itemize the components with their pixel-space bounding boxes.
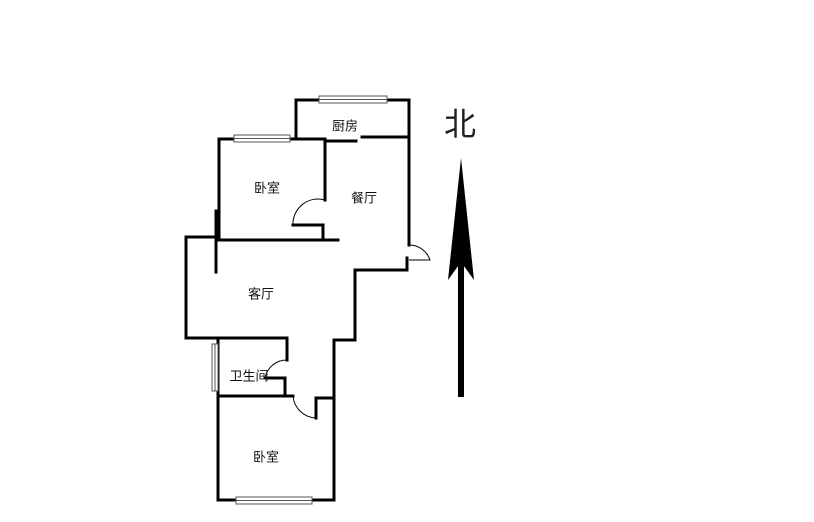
door-bedroom-north — [292, 198, 326, 226]
room-label-living: 客厅 — [247, 287, 275, 303]
door-bathroom — [264, 359, 288, 379]
windows[interactable] — [211, 95, 388, 505]
balcony-walls — [184, 209, 218, 340]
living-walls — [217, 238, 409, 502]
kitchen-walls — [294, 98, 411, 247]
north-label: 北 — [443, 105, 477, 143]
north-arrow-icon — [448, 158, 474, 397]
room-label-bathroom: 卫生间 — [229, 369, 269, 385]
door-arcs — [264, 198, 431, 419]
room-label-kitchen: 厨房 — [331, 119, 359, 135]
room-label-dining: 餐厅 — [350, 191, 378, 207]
room-label-bedroom-north: 卧室 — [253, 181, 281, 197]
door-bedroom-south — [292, 395, 317, 419]
room-label-bedroom-south: 卧室 — [252, 450, 280, 466]
walls — [184, 98, 411, 502]
door-entrance — [408, 244, 431, 261]
bathroom-walls — [214, 336, 336, 420]
